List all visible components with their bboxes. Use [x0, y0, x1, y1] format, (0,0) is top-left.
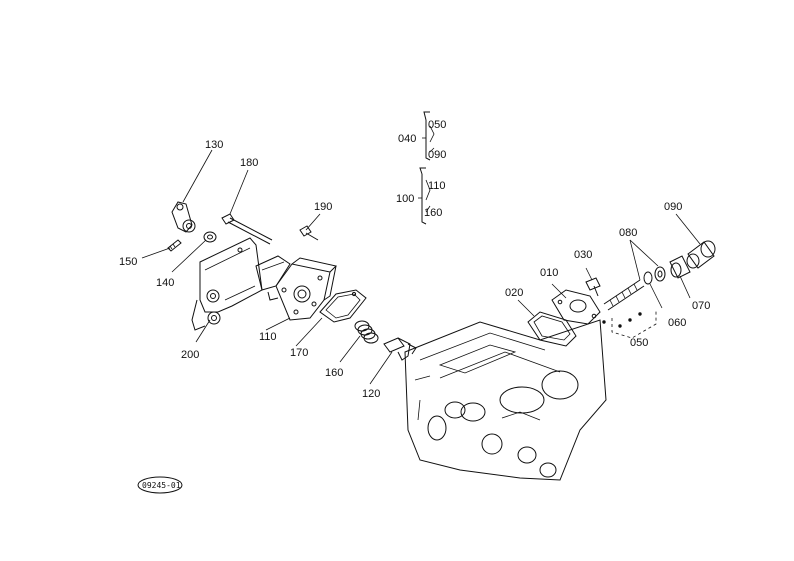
label-050: 050 [630, 337, 648, 349]
gasket-170 [319, 289, 367, 323]
legend-100-b: 160 [424, 207, 442, 219]
spring-050 [602, 279, 645, 328]
bracket-plate [191, 237, 263, 331]
label-170: 170 [290, 347, 308, 359]
label-150: 150 [119, 256, 137, 268]
label-090: 090 [664, 201, 682, 213]
label-010: 010 [540, 267, 558, 279]
lever-arm [171, 201, 196, 233]
shaft-120 [383, 337, 417, 361]
washers-060 [643, 266, 666, 285]
collar-070 [669, 255, 691, 279]
cover-plate-010 [551, 289, 601, 325]
screw-030 [585, 277, 601, 297]
group-legend [418, 111, 435, 225]
label-060: 060 [668, 317, 686, 329]
legend-100-a: 110 [428, 180, 446, 192]
label-130: 130 [205, 139, 223, 151]
legend-100: 100 [396, 193, 414, 205]
housing-110 [255, 255, 337, 321]
label-140: 140 [156, 277, 174, 289]
label-080: 080 [619, 227, 637, 239]
gasket-020 [527, 311, 577, 347]
bushing-140 [203, 231, 217, 243]
bolt-190 [299, 225, 319, 241]
legend-040-b: 090 [428, 149, 446, 161]
leader-lines [141, 149, 701, 385]
label-030: 030 [574, 249, 592, 261]
pin-150 [167, 239, 182, 252]
label-110: 110 [259, 331, 277, 343]
label-200: 200 [181, 349, 199, 361]
label-190: 190 [314, 201, 332, 213]
legend-040-a: 050 [428, 119, 446, 131]
reference-stamp: 09245-01 [137, 476, 183, 494]
spring-160 [354, 320, 379, 344]
label-020: 020 [505, 287, 523, 299]
legend-040: 040 [398, 133, 416, 145]
label-180: 180 [240, 157, 258, 169]
engine-block [404, 319, 607, 481]
part-labels: 130 180 190 150 140 200 110 170 160 120 … [119, 119, 710, 400]
stamp-text: 09245-01 [142, 481, 181, 490]
label-160: 160 [325, 367, 343, 379]
label-120: 120 [362, 388, 380, 400]
bolt-180 [221, 213, 273, 245]
label-070: 070 [692, 300, 710, 312]
cap-090 [686, 240, 716, 269]
